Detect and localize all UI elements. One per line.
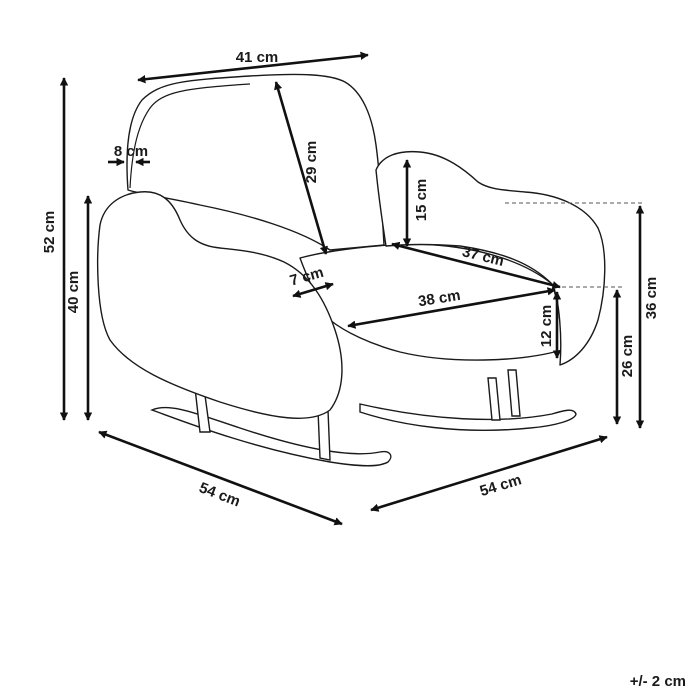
dim-arrow-seat-depth	[391, 241, 561, 290]
label-seat-height: 26 cm	[619, 335, 636, 378]
left-rocker	[150, 406, 392, 467]
label-seat-thickness: 12 cm	[538, 305, 555, 348]
left-back-leg	[317, 409, 331, 461]
tolerance-note: +/- 2 cm	[629, 673, 686, 690]
dim-arrow-depth-right	[370, 435, 608, 512]
label-arm-height-side: 36 cm	[643, 277, 660, 320]
dim-arrow-depth-left	[98, 430, 343, 526]
label-total-height: 52 cm	[41, 211, 58, 254]
label-seat-width: 38 cm	[417, 287, 462, 310]
label-top-width: 41 cm	[236, 49, 279, 66]
label-armrest-above-seat: 15 cm	[413, 179, 430, 222]
dim-arrow-top-width	[137, 51, 369, 84]
dim-arrow-backrest-height	[274, 81, 328, 255]
label-armrest-height: 40 cm	[65, 271, 82, 314]
rocking-chair-drawing	[97, 73, 606, 467]
backrest-inner-edge	[129, 83, 251, 189]
label-backrest-height: 29 cm	[303, 141, 320, 184]
dim-arrow-arm-width	[292, 282, 334, 298]
label-frame-thickness: 8 cm	[114, 143, 148, 160]
right-rocker	[359, 403, 577, 431]
right-back-leg	[507, 369, 521, 417]
dim-arrow-seat-width	[347, 287, 556, 329]
right-front-leg	[487, 377, 501, 421]
left-armrest	[97, 191, 343, 419]
